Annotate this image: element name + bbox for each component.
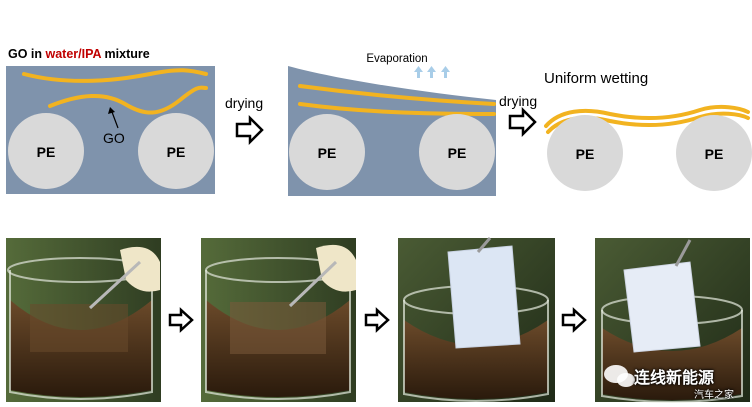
drying-label: drying — [225, 95, 263, 111]
wechat-icon-small — [617, 373, 635, 387]
beaker-wall — [601, 310, 743, 403]
evaporation-arrow-icon — [414, 66, 423, 78]
go-label: GO — [103, 130, 125, 146]
photo-step-2 — [201, 238, 356, 402]
pe-label: PE — [37, 144, 56, 160]
pe-particle-left — [289, 114, 365, 190]
panel1-title: GO in water/IPA mixture — [8, 47, 150, 61]
drying-step-2: drying — [499, 93, 537, 138]
pe-label: PE — [576, 146, 595, 162]
drying-step-1: drying — [225, 95, 264, 146]
evaporation-arrows — [414, 66, 450, 78]
beaker-wall — [9, 270, 153, 400]
pe-particle-right — [138, 113, 214, 189]
pe-label: PE — [318, 145, 337, 161]
tweezers — [674, 239, 692, 267]
evaporation-arrow-icon — [441, 66, 450, 78]
go-sheet-wavy — [48, 85, 208, 115]
pe-label: PE — [167, 144, 186, 160]
coated-membrane — [447, 245, 521, 349]
beaker-wall — [205, 270, 351, 400]
photo-step-3 — [398, 237, 555, 402]
hollow-right-arrow-icon — [508, 106, 537, 138]
watermark-logo — [604, 365, 635, 387]
hollow-right-arrow-icon — [364, 307, 390, 333]
go-sheet-upper — [298, 84, 496, 106]
pe-particle-right — [676, 115, 752, 191]
tweezers — [476, 237, 492, 253]
watermark-line1: 连线新能源 — [634, 368, 715, 387]
panel-evaporation: Evaporation PE PE — [288, 53, 496, 196]
go-pointer-line — [111, 111, 119, 129]
tweezers — [288, 260, 338, 308]
pe-particle-left — [547, 115, 623, 191]
pe-particle-left — [8, 113, 84, 189]
go-layer-outer — [544, 104, 750, 128]
gloved-hand — [120, 246, 160, 292]
photo-step-1 — [6, 238, 161, 402]
hollow-right-arrow-icon — [235, 114, 264, 146]
panel-go-suspension: GO in water/IPA mixture GO PE PE — [6, 47, 215, 194]
evaporation-arrow-icon — [427, 66, 436, 78]
go-pointer-head — [108, 107, 115, 114]
evaporation-label: Evaporation — [366, 53, 427, 65]
drying-label: drying — [499, 93, 537, 109]
dried-membrane — [623, 261, 701, 353]
hollow-right-arrow-icon — [561, 307, 587, 333]
membrane-submerged — [30, 304, 128, 352]
panel-uniform-wetting: Uniform wetting PE PE — [544, 70, 752, 191]
pe-label: PE — [705, 146, 724, 162]
hollow-right-arrow-icon — [168, 307, 194, 333]
tweezers — [88, 260, 142, 310]
photo-step-4 — [595, 238, 750, 403]
watermark-line2: 汽车之家 — [694, 390, 734, 401]
beaker-wall — [403, 300, 549, 402]
uniform-wetting-label: Uniform wetting — [544, 70, 648, 87]
membrane-submerged — [230, 302, 326, 354]
pe-label: PE — [448, 145, 467, 161]
go-sheet-top — [22, 68, 208, 83]
pe-particle-right — [419, 114, 495, 190]
go-sheet-lower — [298, 102, 496, 116]
gloved-hand — [316, 244, 356, 292]
